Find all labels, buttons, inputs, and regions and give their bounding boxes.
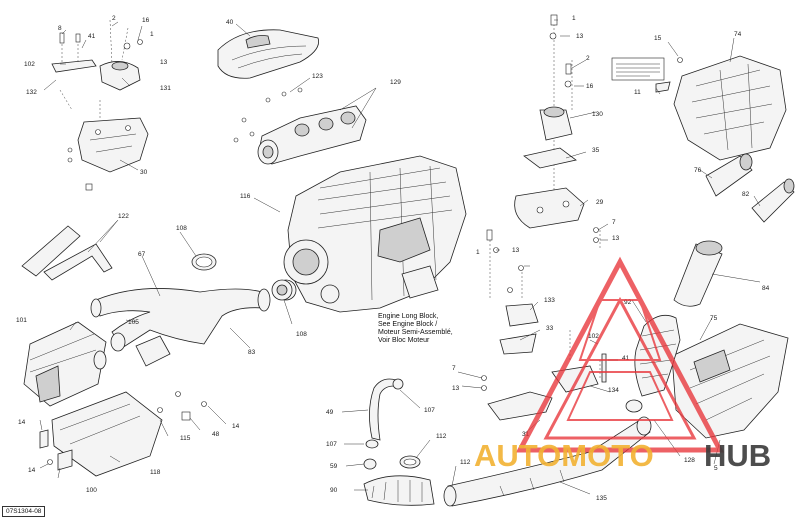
callout: 75 <box>710 315 718 322</box>
callout: 48 <box>212 431 220 438</box>
heat-shield <box>39 391 207 477</box>
leader-lines <box>39 19 761 495</box>
callout: 116 <box>240 193 251 200</box>
callout: 59 <box>330 463 338 470</box>
watermark-text-left: AUTOMOTO <box>474 438 654 473</box>
callout: 11 <box>634 89 641 96</box>
water-hose <box>363 378 404 470</box>
intake-tubes <box>673 153 795 307</box>
callout: 115 <box>180 435 191 442</box>
callout: 90 <box>330 487 338 494</box>
callout: 2 <box>586 55 590 62</box>
callout: 1 <box>476 249 480 256</box>
watermark-text-right: HUB <box>704 438 771 473</box>
engine-long-block <box>275 155 467 313</box>
callout: 8 <box>58 25 62 32</box>
callout: 107 <box>326 441 337 448</box>
engine-note-line2: See Engine Block / <box>378 321 437 328</box>
callout: 129 <box>390 79 401 86</box>
callout: 29 <box>596 199 604 206</box>
callout: 118 <box>150 469 161 476</box>
callout: 133 <box>544 297 555 304</box>
callout: 5 <box>714 465 718 472</box>
callout: 135 <box>596 495 607 502</box>
callout: 41 <box>88 33 96 40</box>
engine-top-cover <box>217 29 319 79</box>
callout: 122 <box>118 213 129 220</box>
callout: 84 <box>762 285 770 292</box>
callout: 49 <box>326 409 334 416</box>
engine-note-line3: Moteur Semi-Assemblé, <box>378 329 453 336</box>
callout: 41 <box>622 355 630 362</box>
callout: 92 <box>624 299 632 306</box>
callout: 108 <box>176 225 187 232</box>
callout: 13 <box>576 33 584 40</box>
exhaust-outlet-pipe <box>443 416 652 507</box>
callout: 1 <box>150 31 154 38</box>
callout: 134 <box>608 387 619 394</box>
label-sticker <box>611 57 665 81</box>
callout-labels: 8 2 16 1 41 102 13 132 131 30 40 123 129… <box>16 15 770 502</box>
callout: 13 <box>512 247 520 254</box>
watermark-logo <box>515 256 725 453</box>
callout: 74 <box>734 31 742 38</box>
callout: 15 <box>654 35 662 42</box>
engine-note-line4: Voir Bloc Moteur <box>378 337 430 344</box>
callout: 76 <box>694 167 702 174</box>
callout: 130 <box>592 111 603 118</box>
airbox-cover <box>655 55 787 161</box>
exhaust-y-pipe <box>90 279 293 367</box>
hose-clamp-108 <box>191 253 217 271</box>
callout: 112 <box>460 459 471 466</box>
callout: 100 <box>86 487 97 494</box>
airbox-base <box>671 323 789 439</box>
intake-manifold <box>233 87 367 165</box>
callout: 40 <box>226 19 234 26</box>
callout: 2 <box>112 15 116 22</box>
callout: 102 <box>588 333 599 340</box>
callout: 33 <box>546 325 554 332</box>
callout: 13 <box>160 59 168 66</box>
muffler <box>23 321 107 407</box>
callout: 67 <box>138 251 146 258</box>
callout: 108 <box>296 331 307 338</box>
callout: 16 <box>586 83 594 90</box>
callout: 101 <box>16 317 27 324</box>
callout: 83 <box>248 349 256 356</box>
air-duct <box>601 314 681 413</box>
coupler-hose <box>363 455 435 506</box>
callout: 102 <box>24 61 35 68</box>
engine-note: Engine Long Block, See Engine Block / Mo… <box>378 313 453 344</box>
support-brackets <box>21 225 113 281</box>
callout: 16 <box>142 17 150 24</box>
callout: 131 <box>160 85 171 92</box>
callout: 128 <box>684 457 695 464</box>
callout: 7 <box>612 219 616 226</box>
engine-mount-rear <box>514 14 601 250</box>
callout: 107 <box>424 407 435 414</box>
callout: 1 <box>572 15 576 22</box>
callout: 14 <box>232 423 240 430</box>
callout: 112 <box>436 433 447 440</box>
callout: 13 <box>452 385 460 392</box>
callout: 132 <box>26 89 37 96</box>
engine-note-line1: Engine Long Block, <box>378 313 438 320</box>
callout: 30 <box>140 169 148 176</box>
callout: 13 <box>612 235 620 242</box>
callout: 105 <box>128 319 139 326</box>
callout: 14 <box>18 419 26 426</box>
reference-code: 07S1304-08 <box>2 506 46 517</box>
middle-mount-brackets <box>481 229 601 421</box>
callout: 7 <box>452 365 456 372</box>
callout: 123 <box>312 73 323 80</box>
engine-mount-front <box>51 19 149 191</box>
callout: 82 <box>742 191 750 198</box>
callout: 14 <box>28 467 36 474</box>
callout: 35 <box>592 147 600 154</box>
